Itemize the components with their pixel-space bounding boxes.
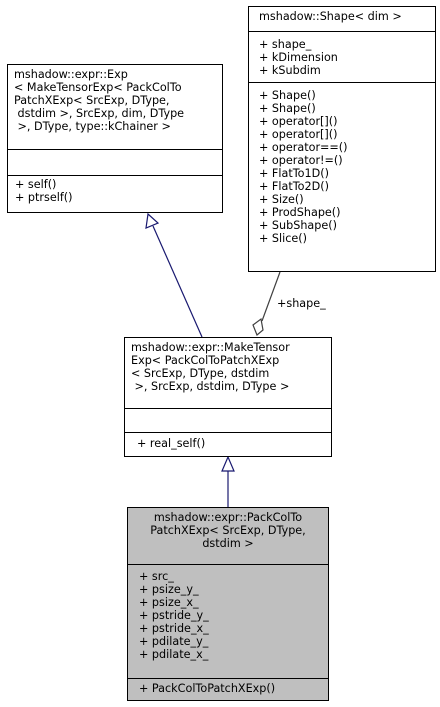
title-line: dstdim >, SrcExp, dim, DType	[14, 107, 185, 120]
class-title-maketensorexp: mshadow::expr::MakeTensor Exp< PackColTo…	[125, 338, 331, 408]
title-line: dstdim >	[202, 537, 254, 550]
title-line: >, SrcExp, dstdim, DType >	[131, 380, 290, 393]
class-title-shape: mshadow::Shape< dim >	[249, 7, 435, 31]
method-item: + Size()	[259, 193, 304, 206]
attribute-item: + psize_x_	[139, 596, 199, 609]
title-line: < MakeTensorExp< PackColTo	[14, 81, 182, 94]
attribute-item: + src_	[139, 570, 174, 583]
class-methods-exp: + self() + ptrself()	[8, 175, 222, 212]
method-item: + real_self()	[137, 437, 206, 450]
inheritance-arrowhead-exp	[145, 212, 160, 229]
class-methods-shape: + Shape() + Shape() + operator[]() + ope…	[249, 82, 435, 271]
class-attributes-shape: + shape_ + kDimension + kSubdim	[249, 31, 435, 82]
method-item: + Slice()	[259, 232, 308, 245]
class-methods-packcoltopatchxexp: + PackColToPatchXExp()	[128, 678, 328, 700]
aggregation-diamond	[252, 317, 264, 336]
class-box-exp[interactable]: mshadow::expr::Exp < MakeTensorExp< Pack…	[7, 64, 223, 213]
title-line: mshadow::expr::Exp	[14, 68, 128, 81]
attribute-item: + pdilate_x_	[139, 648, 209, 661]
class-attributes-exp	[8, 149, 222, 175]
method-item: + SubShape()	[259, 219, 337, 232]
method-item: + operator[]()	[259, 128, 338, 141]
method-item: + Shape()	[259, 102, 316, 115]
attribute-item: + pdilate_y_	[139, 635, 209, 648]
title-line: mshadow::expr::MakeTensor	[131, 341, 290, 354]
title-line: Exp< PackColToPatchXExp	[131, 354, 280, 367]
class-attributes-packcoltopatchxexp: + src_ + psize_y_ + psize_x_ + pstride_y…	[128, 564, 328, 678]
method-item: + ptrself()	[15, 191, 73, 204]
title-line: PatchXExp< SrcExp, DType,	[14, 94, 170, 107]
method-item: + ProdShape()	[259, 206, 341, 219]
class-title-packcoltopatchxexp: mshadow::expr::PackColTo PatchXExp< SrcE…	[128, 508, 328, 564]
title-line: < SrcExp, DType, dstdim	[131, 367, 270, 380]
attribute-item: + shape_	[259, 38, 312, 51]
aggregation-edge-shape-to-maketensor	[261, 271, 281, 322]
method-item: + FlatTo2D()	[259, 180, 329, 193]
class-box-maketensorexp[interactable]: mshadow::expr::MakeTensor Exp< PackColTo…	[124, 337, 332, 457]
method-item: + operator[]()	[259, 115, 338, 128]
attribute-item: + psize_y_	[139, 583, 199, 596]
class-box-packcoltopatchxexp[interactable]: mshadow::expr::PackColTo PatchXExp< SrcE…	[127, 507, 329, 701]
method-item: + self()	[15, 178, 57, 191]
title-line: >, DType, type::kChainer >	[14, 120, 171, 133]
method-item: + operator!=()	[259, 154, 343, 167]
title-line: PatchXExp< SrcExp, DType,	[150, 524, 306, 537]
attribute-item: + pstride_y_	[139, 609, 209, 622]
title-line: mshadow::expr::PackColTo	[153, 511, 303, 524]
attribute-item: + kDimension	[259, 51, 338, 64]
method-item: + FlatTo1D()	[259, 167, 329, 180]
class-title-exp: mshadow::expr::Exp < MakeTensorExp< Pack…	[8, 65, 222, 149]
class-box-shape[interactable]: mshadow::Shape< dim > + shape_ + kDimens…	[248, 6, 436, 272]
method-item: + PackColToPatchXExp()	[139, 682, 276, 695]
method-item: + operator==()	[259, 141, 348, 154]
attribute-item: + kSubdim	[259, 64, 321, 77]
edge-label-shape-member: +shape_	[277, 297, 326, 310]
class-methods-maketensorexp: + real_self()	[125, 432, 331, 456]
class-attributes-maketensorexp	[125, 408, 331, 432]
title-line: mshadow::Shape< dim >	[259, 10, 402, 23]
inheritance-arrowhead-maketensor	[221, 455, 235, 472]
attribute-item: + pstride_x_	[139, 622, 209, 635]
inheritance-edge-maketensor-to-exp	[152, 225, 203, 338]
method-item: + Shape()	[259, 89, 316, 102]
